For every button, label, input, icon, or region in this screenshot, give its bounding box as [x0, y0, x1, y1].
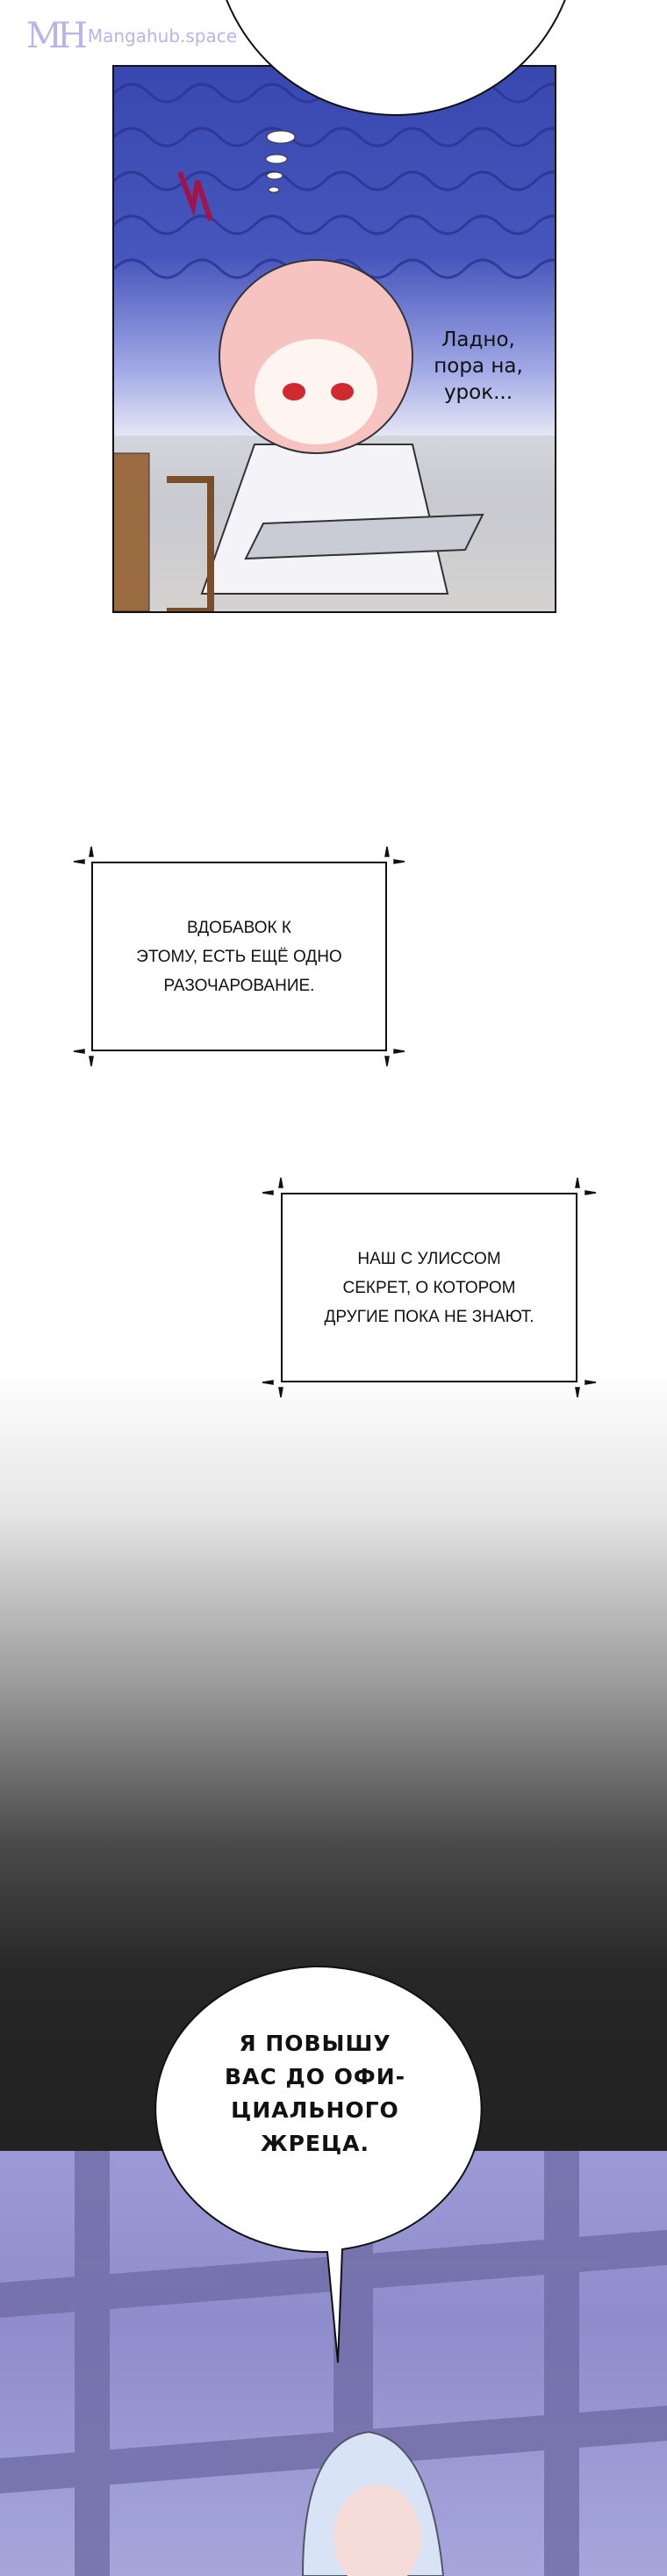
caption-line: РАЗОЧАРОВАНИЕ.	[163, 976, 315, 995]
caption-line: ЭТОМУ, ЕСТЬ ЕЩЁ ОДНО	[136, 947, 342, 966]
caption-line: ВДОБАВОК К	[187, 918, 291, 937]
speech-line: Я ПОВЫШУ	[239, 2031, 391, 2056]
watermark-text: Mangahub.space	[87, 25, 238, 47]
speech-line: пора на,	[434, 355, 523, 378]
speech-bubble-bottom	[154, 1965, 483, 2363]
speech-line: ЦИАЛЬНОГО	[231, 2097, 399, 2123]
narration-box-1: ВДОБАВОК К ЭТОМУ, ЕСТЬ ЕЩЁ ОДНО РАЗОЧАРО…	[91, 862, 387, 1051]
panel-illustration	[114, 83, 555, 611]
anger-mark-icon	[177, 170, 213, 221]
watermark: MH Mangahub.space	[26, 16, 237, 56]
narration-box-2: НАШ С УЛИССОМ СЕКРЕТ, О КОТОРОМ ДРУГИЕ П…	[281, 1193, 577, 1382]
speech-line: урок...	[443, 381, 513, 404]
caption-line: ДРУГИЕ ПОКА НЕ ЗНАЮТ.	[324, 1307, 534, 1326]
speech-line: Ладно,	[441, 328, 515, 351]
caption-corner-ornaments	[73, 846, 597, 1398]
panel1-speech-text: Ладно, пора на, урок...	[412, 327, 544, 406]
speech-bubble-text: Я ПОВЫШУ ВАС ДО ОФИ- ЦИАЛЬНОГО ЖРЕЦА.	[150, 2027, 480, 2161]
caption-line: НАШ С УЛИССОМ	[357, 1249, 501, 1268]
comic-panel-boy-with-tray	[112, 65, 556, 613]
caption-line: СЕКРЕТ, О КОТОРОМ	[342, 1278, 516, 1297]
speech-line: ВАС ДО ОФИ-	[224, 2064, 406, 2089]
speech-line: ЖРЕЦА.	[260, 2131, 370, 2156]
watermark-logo: MH	[26, 16, 88, 56]
